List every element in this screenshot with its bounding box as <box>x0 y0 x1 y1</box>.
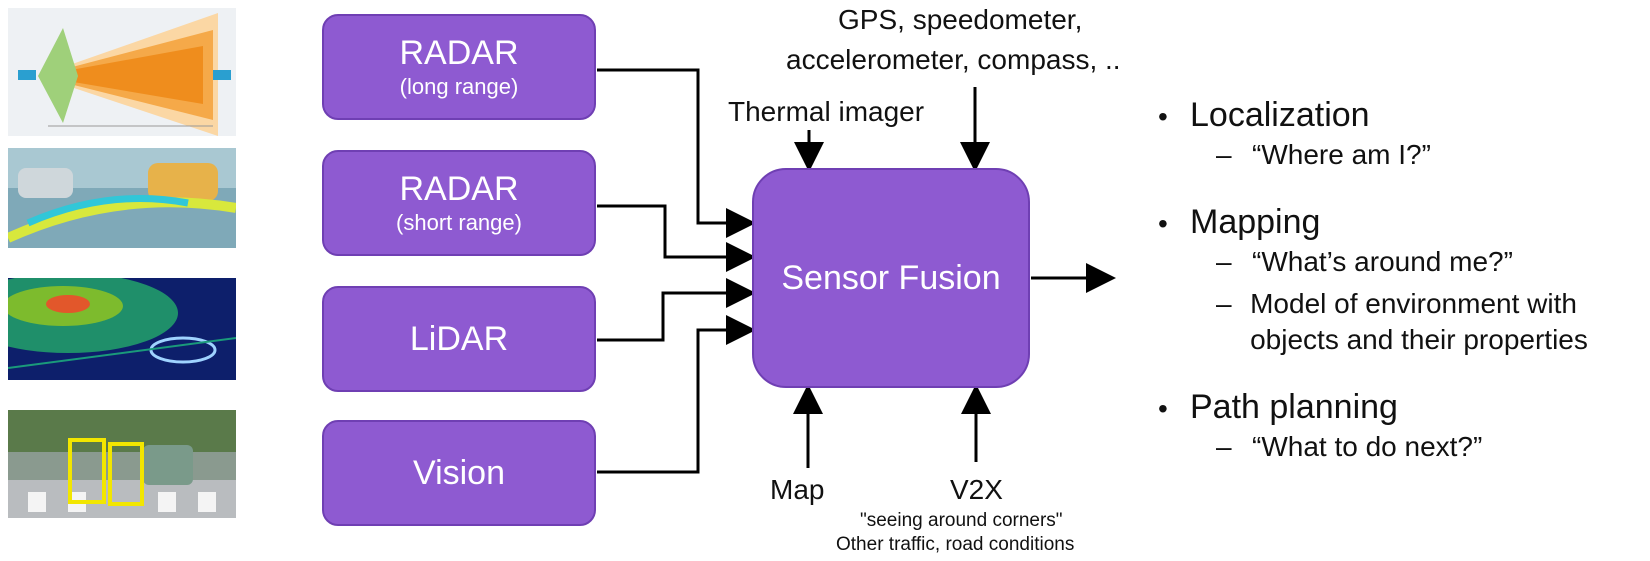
sensor-detail: (short range) <box>396 210 522 235</box>
v2x-note-traffic: Other traffic, road conditions <box>836 534 1075 555</box>
vision-detection-image <box>8 410 236 518</box>
output-localization: •Localization <box>1158 96 1370 134</box>
map-label: Map <box>770 474 825 505</box>
sensor-detail: (long range) <box>399 74 519 99</box>
output-sub: –Model of environment with objects and t… <box>1216 288 1588 355</box>
v2x-label: V2X <box>950 474 1003 505</box>
sensor-radar-long: RADAR (long range) <box>322 14 596 120</box>
v2x-note: "seeing around corners" <box>860 510 1063 531</box>
output-path-planning: •Path planning <box>1158 388 1398 426</box>
fusion-outputs-list: •Localization –“Where am I?” •Mapping –“… <box>1158 96 1648 465</box>
sensor-vision: Vision <box>322 420 596 526</box>
sensor-fusion-box: Sensor Fusion <box>752 168 1030 388</box>
sensor-name: RADAR <box>399 170 519 208</box>
sensor-lidar: LiDAR <box>322 286 596 392</box>
sensor-name: RADAR <box>399 34 519 72</box>
gps-label-line2: accelerometer, compass, .. <box>786 44 1121 75</box>
sensor-name: LiDAR <box>409 320 509 358</box>
radar-coverage-image <box>8 8 236 136</box>
short-range-radar-image <box>8 148 236 248</box>
output-sub: –“Where am I?” <box>1216 139 1431 170</box>
output-sub: –“What to do next?” <box>1216 431 1483 462</box>
sensor-name: Vision <box>413 454 505 492</box>
output-title: Localization <box>1190 96 1370 134</box>
output-title: Path planning <box>1190 388 1398 426</box>
output-title: Mapping <box>1190 203 1321 241</box>
fusion-label: Sensor Fusion <box>781 258 1001 297</box>
lidar-pointcloud-image <box>8 278 236 380</box>
gps-label: GPS, speedometer, <box>838 4 1083 35</box>
output-mapping: •Mapping <box>1158 203 1321 241</box>
thermal-imager-label: Thermal imager <box>728 96 925 127</box>
output-sub: –“What’s around me?” <box>1216 246 1513 277</box>
sensor-radar-short: RADAR (short range) <box>322 150 596 256</box>
